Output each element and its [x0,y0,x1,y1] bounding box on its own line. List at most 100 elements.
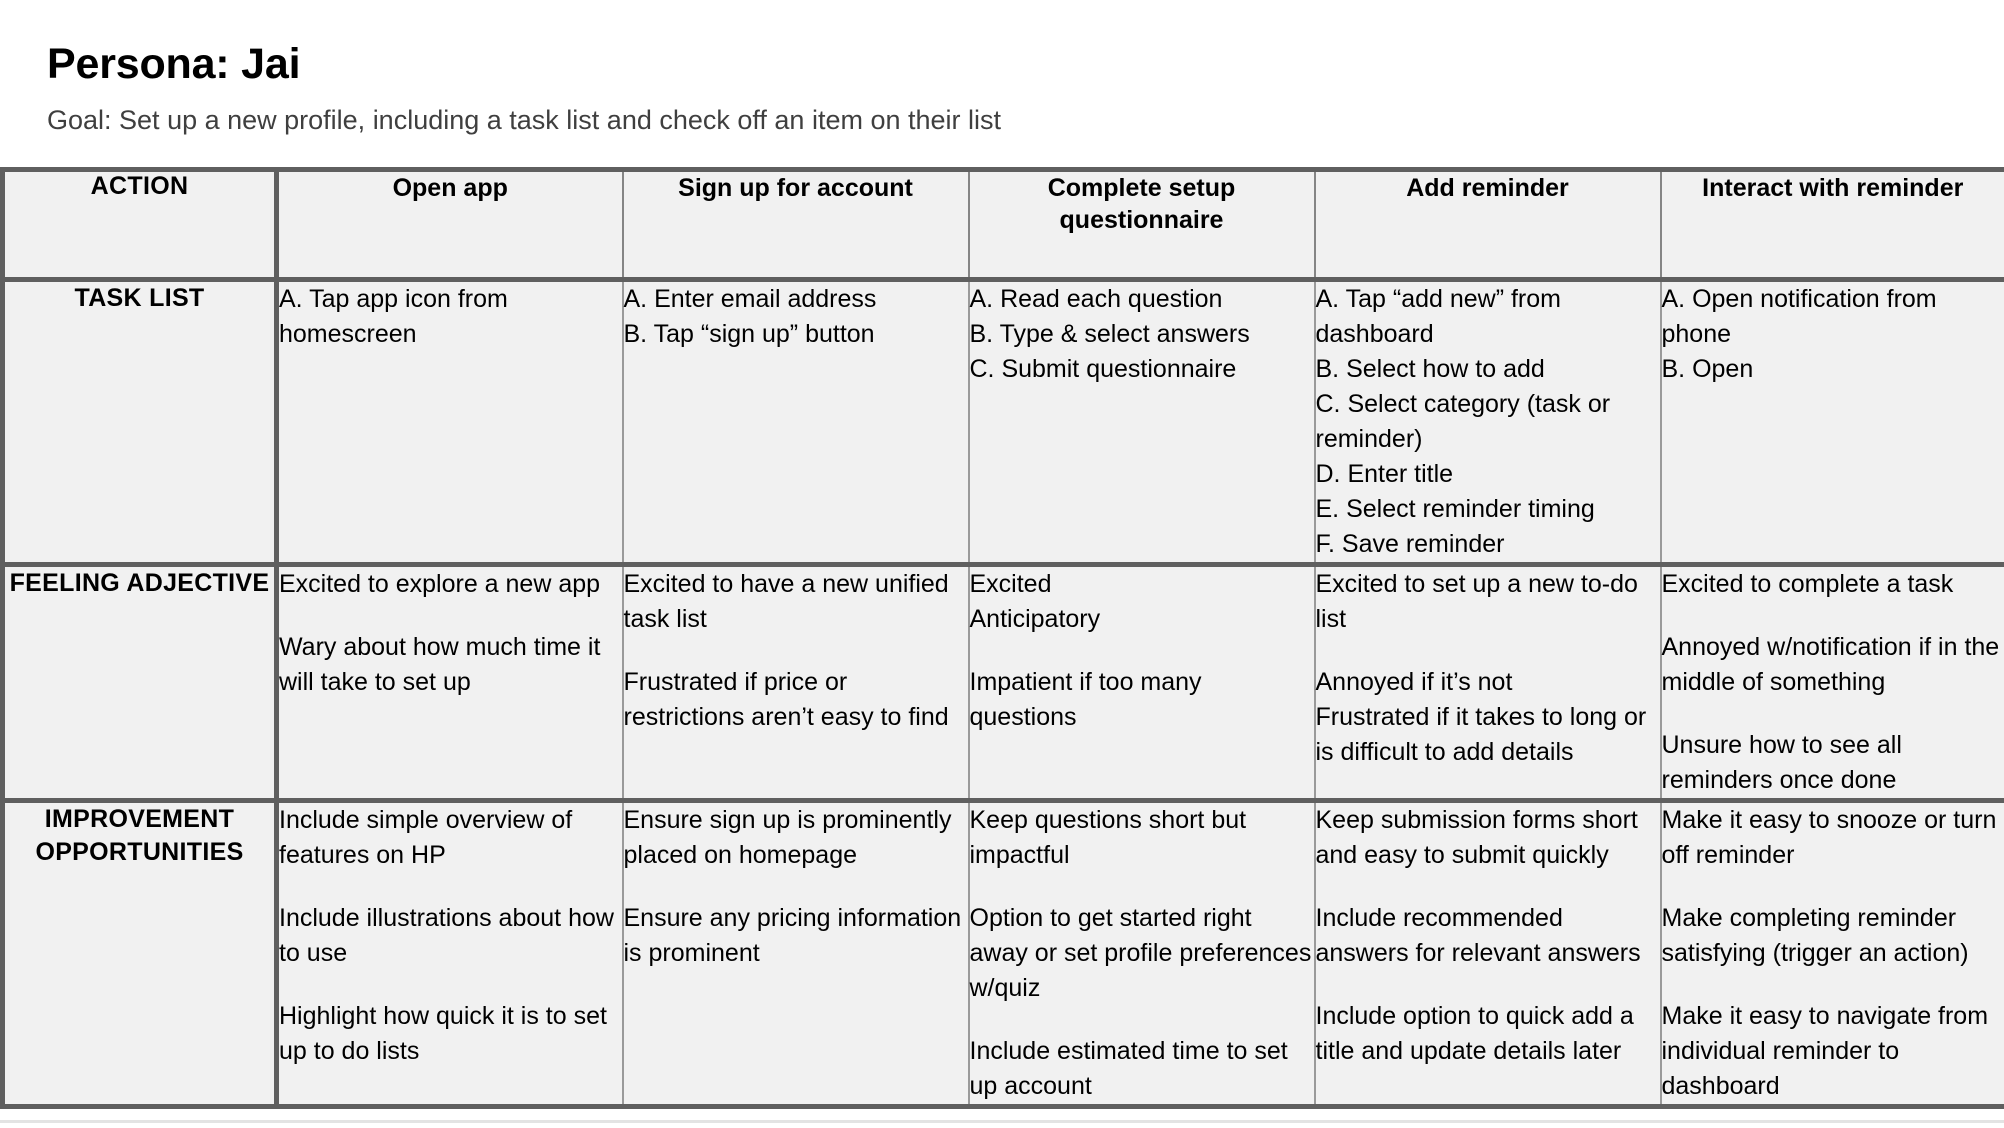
cell-block: Excited to explore a new app [279,567,622,602]
cell-block: Impatient if too many questions [970,665,1314,735]
journey-map-table: ACTION Open app Sign up for account Comp… [0,166,2004,1109]
cell-line: Excited [969,569,1052,598]
cell-line: B. Tap “sign up” button [623,319,875,348]
row-label-task-list: TASK LIST [0,279,279,567]
cell-line: A. Tap “add new” from dashboard [1315,284,1561,348]
cell-block: Annoyed w/notification if in the middle … [1662,630,2004,700]
cell-line: Make it easy to snooze or turn off remin… [1661,805,1997,869]
column-header-complete-setup-questionnaire: Complete setup questionnaire [967,166,1315,282]
cell-block: Excited to set up a new to-do list [1316,567,1660,637]
cell-line: Option to get started right away or set … [969,903,1312,1002]
cell-line: Excited to explore a new app [279,569,601,598]
cell-block: Make completing reminder satisfying (tri… [1662,901,2004,971]
cell-line: Frustrated if price or restrictions aren… [623,667,949,731]
cell-line: Include recommended answers for relevant… [1315,903,1641,967]
cell-block: Ensure sign up is prominently placed on … [624,803,968,873]
cell-line: Keep submission forms short and easy to … [1315,805,1638,869]
cell-line: E. Select reminder timing [1315,494,1595,523]
cell-block: Include estimated time to set up account [970,1034,1314,1104]
column-header-interact-with-reminder: Interact with reminder [1659,166,2004,282]
column-header-sign-up-for-account: Sign up for account [621,166,969,282]
cell-line: Excited to complete a task [1661,569,1954,598]
cell-line: B. Select how to add [1315,354,1545,383]
cell-line: Make it easy to navigate from individual… [1661,1001,1989,1100]
cell-block: Include simple overview of features on H… [279,803,622,873]
cell-block: Keep questions short but impactful [970,803,1314,873]
cell-line: Frustrated if it takes to long or is dif… [1315,702,1647,766]
cell-line: B. Type & select answers [969,319,1250,348]
cell-line: C. Submit questionnaire [969,354,1237,383]
cell-line: Include option to quick add a title and … [1315,1001,1634,1065]
header-row: ACTION Open app Sign up for account Comp… [0,166,2004,282]
cell-line: A. Tap app icon from homescreen [279,284,508,348]
column-header-open-app: Open app [275,166,623,282]
column-header-add-reminder: Add reminder [1313,166,1661,282]
cell-r2-c3: Keep submission forms short and easy to … [1313,800,1661,1109]
cell-block: Excited to have a new unified task list [624,567,968,637]
page-title: Persona: Jai [47,40,301,88]
cell-r0-c1: A. Enter email address B. Tap “sign up” b… [621,279,969,567]
cell-block: Wary about how much time it will take to… [279,630,622,700]
cell-line: Highlight how quick it is to set up to d… [279,1001,607,1065]
cell-line: A. Enter email address [623,284,877,313]
cell-block: Include illustrations about how to use [279,901,622,971]
page-goal-subtitle: Goal: Set up a new profile, including a … [47,105,1002,136]
cell-line: F. Save reminder [1315,529,1505,558]
cell-r0-c3: A. Tap “add new” from dashboard B. Select… [1313,279,1661,567]
table-header: ACTION Open app Sign up for account Comp… [0,166,2004,282]
cell-r0-c2: A. Read each question B. Type & select an… [967,279,1315,567]
cell-line: Make completing reminder satisfying (tri… [1661,903,1969,967]
journey-map-table-wrapper: ACTION Open app Sign up for account Comp… [0,166,2004,1109]
header-corner-action-label: ACTION [0,166,279,282]
cell-block: Highlight how quick it is to set up to d… [279,999,622,1069]
cell-line: Excited to set up a new to-do list [1315,569,1638,633]
cell-block: Excited to complete a task [1662,567,2004,602]
cell-block: A. Read each question B. Type & select an… [970,282,1314,387]
cell-line: D. Enter title [1315,459,1454,488]
cell-r2-c1: Ensure sign up is prominently placed on … [621,800,969,1109]
cell-block: Option to get started right away or set … [970,901,1314,1006]
cell-block: Ensure any pricing information is promin… [624,901,968,971]
cell-block: Unsure how to see all reminders once don… [1662,728,2004,798]
cell-line: A. Open notification from phone [1661,284,1937,348]
cell-line: Include illustrations about how to use [279,903,614,967]
cell-r2-c0: Include simple overview of features on H… [275,800,623,1109]
cell-line: Include simple overview of features on H… [279,805,573,869]
cell-line: Impatient if too many questions [969,667,1202,731]
cell-line: Anticipatory [969,604,1101,633]
cell-block: Make it easy to navigate from individual… [1662,999,2004,1104]
cell-block: Include recommended answers for relevant… [1316,901,1660,971]
cell-block: A. Tap “add new” from dashboard B. Select… [1316,282,1660,562]
footer-divider [0,1120,2004,1123]
cell-line: Wary about how much time it will take to… [279,632,601,696]
cell-line: Excited to have a new unified task list [623,569,949,633]
cell-block: A. Tap app icon from homescreen [279,282,622,352]
cell-line: Ensure sign up is prominently placed on … [623,805,952,869]
cell-line: Ensure any pricing information is promin… [623,903,962,967]
cell-line: Unsure how to see all reminders once don… [1661,730,1902,794]
cell-block: A. Enter email address B. Tap “sign up” b… [624,282,968,352]
cell-block: Keep submission forms short and easy to … [1316,803,1660,873]
cell-line: Annoyed if it’s not [1315,667,1513,696]
cell-line: Annoyed w/notification if in the middle … [1661,632,2000,696]
cell-block: Frustrated if price or restrictions aren… [624,665,968,735]
cell-block: Make it easy to snooze or turn off remin… [1662,803,2004,873]
cell-line: A. Read each question [969,284,1223,313]
row-label-improvement-opportunities: IMPROVEMENT OPPORTUNITIES [0,800,279,1109]
cell-r0-c0: A. Tap app icon from homescreen [275,279,623,567]
cell-line: Keep questions short but impactful [969,805,1247,869]
